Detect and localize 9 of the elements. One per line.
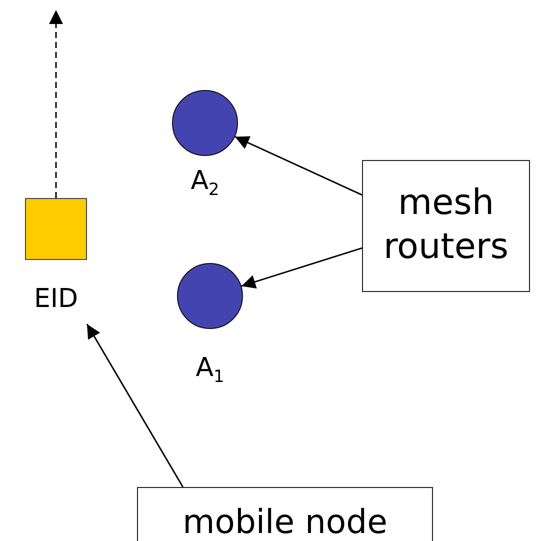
arrow [241,247,362,289]
arrow [86,324,184,488]
label-box: mesh routers [362,160,530,292]
node-label: EID [34,284,78,316]
node-label: A$_{1}$ [196,353,224,386]
arrow [234,136,362,196]
node-label: A$_{2}$ [190,166,220,200]
label-box: mobile node [137,487,433,541]
arrow [49,10,63,198]
